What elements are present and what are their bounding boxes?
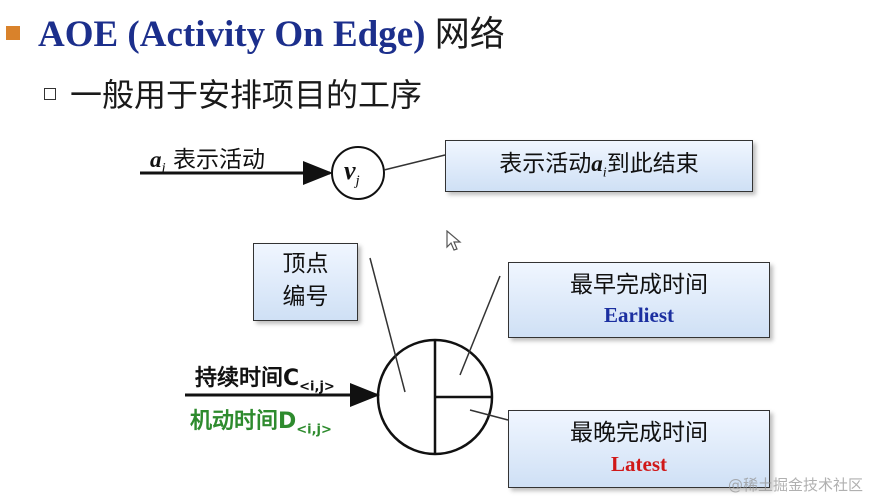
earliest-en: Earliest	[604, 303, 674, 327]
duration-label: 持续时间C<i,j>	[195, 360, 335, 394]
mouse-cursor-icon	[446, 230, 462, 251]
earliest-cn: 最早完成时间	[570, 272, 708, 298]
note-pre: 表示活动	[499, 151, 592, 177]
slack-text: 机动时间D	[190, 409, 297, 434]
vertex-id-line1: 顶点	[282, 251, 329, 277]
note-var: a	[591, 151, 603, 176]
slack-label: 机动时间D<i,j>	[190, 403, 332, 437]
vertex-circle	[331, 146, 385, 200]
activity-sub: i	[161, 160, 166, 177]
latest-box: 最晚完成时间 Latest	[508, 410, 770, 488]
title-suffix: 网络	[434, 15, 505, 55]
duration-text: 持续时间C	[195, 366, 300, 391]
activity-label: ai 表示活动	[150, 140, 265, 178]
note-sub: i	[602, 165, 607, 181]
vertex-id-box: 顶点 编号	[253, 243, 358, 321]
slide-title: AOE (Activity On Edge) 网络	[38, 6, 505, 57]
subtitle: 一般用于安排项目的工序	[70, 76, 423, 114]
activity-end-note-box: 表示活动ai到此结束	[445, 140, 753, 192]
checkbox-bullet-icon	[44, 88, 56, 100]
activity-var: a	[150, 147, 162, 172]
slack-sub: <i,j>	[296, 422, 332, 438]
title-main: AOE (Activity On Edge)	[38, 14, 426, 55]
vertex-label: vj	[344, 156, 360, 190]
vertex-note-line	[383, 154, 446, 171]
activity-text: 表示活动	[172, 147, 265, 173]
latest-pointer	[469, 409, 509, 421]
vertex-id-line2: 编号	[282, 284, 329, 310]
latest-en: Latest	[611, 452, 667, 476]
latest-cn: 最晚完成时间	[570, 420, 708, 446]
vertex-sub: j	[355, 173, 360, 190]
vertex-id-pointer	[369, 257, 406, 393]
watermark: @稀土掘金技术社区	[727, 476, 863, 494]
duration-sub: <i,j>	[299, 379, 335, 395]
note-post: 到此结束	[606, 151, 699, 177]
title-bullet-icon	[6, 26, 20, 40]
earliest-pointer	[459, 275, 501, 376]
vertex-var: v	[344, 156, 356, 185]
earliest-box: 最早完成时间 Earliest	[508, 262, 770, 338]
